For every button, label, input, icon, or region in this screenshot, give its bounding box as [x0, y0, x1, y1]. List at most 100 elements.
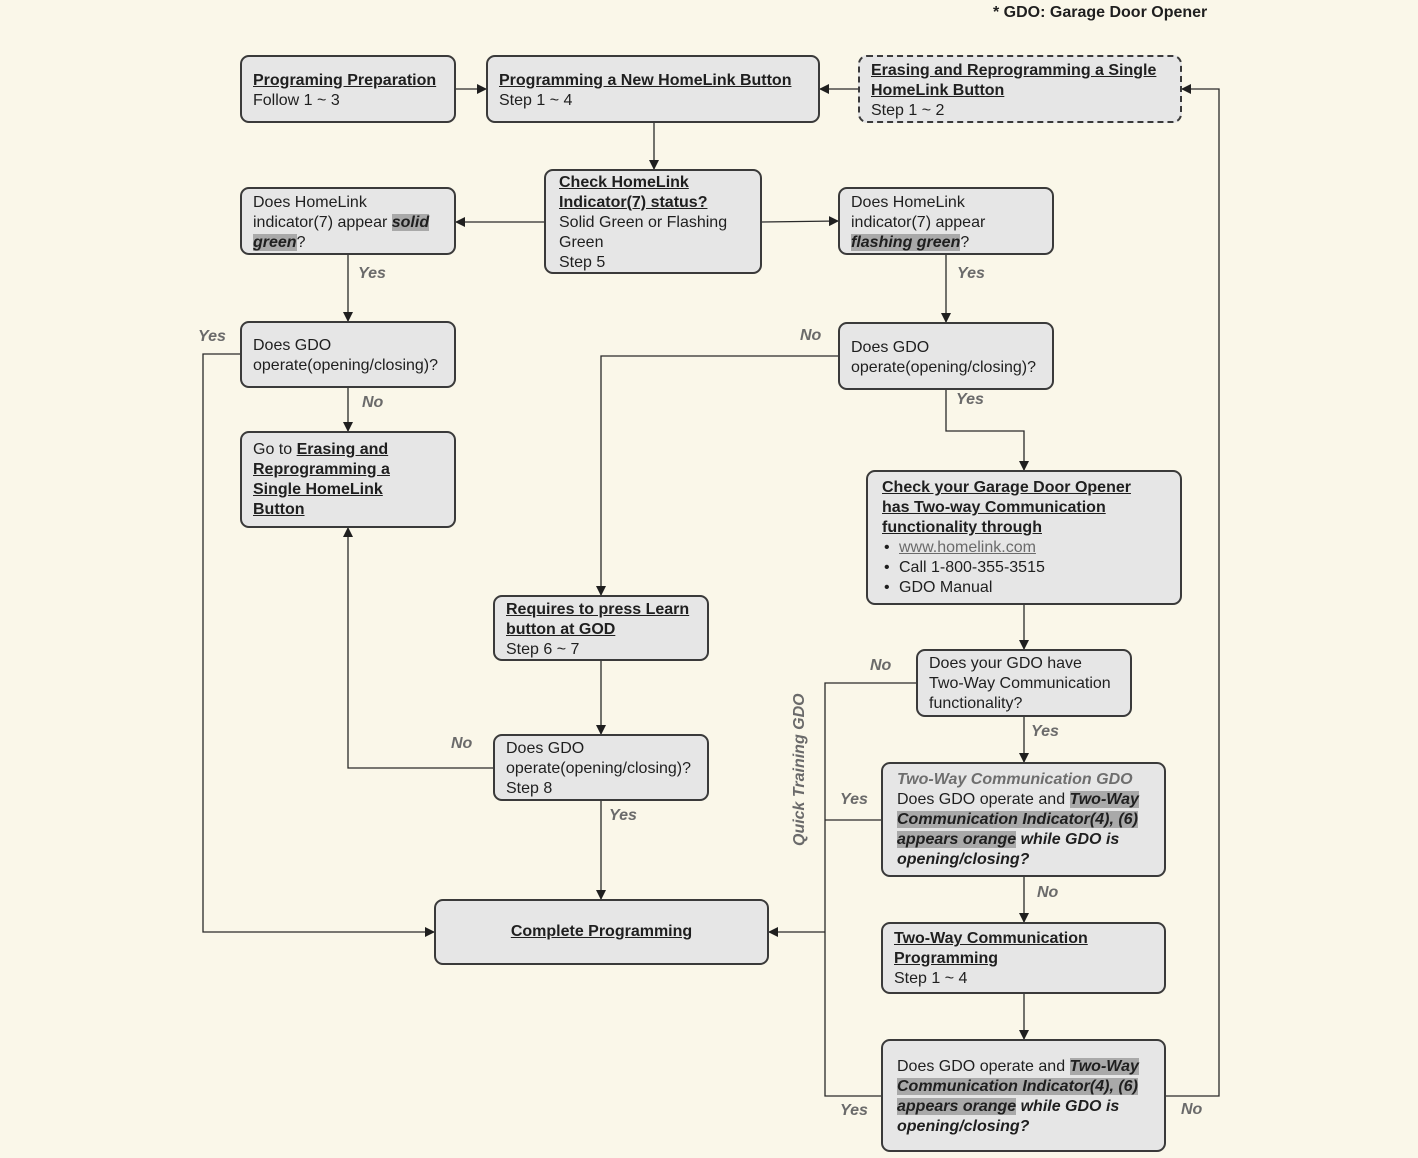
- gdo-operate-step8-box: Does GDO operate(opening/closing)? Step …: [493, 734, 709, 801]
- box-title: Programing Preparation: [253, 72, 437, 89]
- footnote-gdo: * GDO: Garage Door Opener: [993, 4, 1208, 21]
- box-step: Step 1 ~ 4: [894, 970, 968, 987]
- box-line-1: Does GDO: [851, 339, 930, 356]
- press-learn-box: Requires to press Learn button at GOD St…: [493, 595, 709, 661]
- box-title-line-2: has Two-way Communication: [882, 499, 1106, 516]
- label-yes-flash: Yes: [957, 265, 985, 282]
- box-line-2: operate(opening/closing)?: [506, 760, 692, 777]
- list-item: GDO Manual: [882, 578, 1169, 598]
- label-yes-final: Yes: [840, 1102, 868, 1119]
- label-yes-left-loop: Yes: [198, 328, 226, 345]
- highlight-part-3: appears orange: [897, 1098, 1017, 1115]
- box-line-1: Solid Green or Flashing: [559, 214, 728, 231]
- label-no-final: No: [1181, 1101, 1203, 1118]
- box-line-2: Communication Indicator(4), (6): [897, 810, 1153, 830]
- box-title-line-1: Erasing and Reprogramming a Single: [871, 62, 1157, 79]
- box-line-3: functionality?: [929, 695, 1023, 712]
- label-no-gdo-mid: No: [451, 735, 473, 752]
- label-no-gdo-left: No: [362, 394, 384, 411]
- box-title: Programming a New HomeLink Button: [499, 72, 792, 89]
- label-no-have-two: No: [870, 657, 892, 674]
- text-part: Does GDO operate and: [897, 1058, 1070, 1075]
- box-title: Complete Programming: [510, 923, 693, 940]
- highlight-part-2: Communication Indicator(4), (6): [897, 1078, 1138, 1095]
- goto-title-4: Button: [253, 501, 305, 518]
- gdo-operate-left-box: Does GDO operate(opening/closing)?: [240, 321, 456, 388]
- check-indicator-box: Check HomeLink Indicator(7) status? Soli…: [544, 169, 762, 274]
- phone-number: Call 1-800-355-3515: [899, 559, 1045, 576]
- box-title-line-2: Indicator(7) status?: [559, 194, 708, 211]
- label-no-two-gdo: No: [1037, 884, 1059, 901]
- complete-programming-box: Complete Programming: [434, 899, 769, 965]
- question-mark: ?: [296, 234, 306, 251]
- highlight-part-2: Communication Indicator(4), (6): [897, 811, 1138, 828]
- box-title-line-2: Programming: [894, 950, 999, 967]
- label-yes-solid: Yes: [358, 265, 386, 282]
- box-line-2: indicator(7) appear: [851, 214, 986, 231]
- text-part: while GDO is: [1016, 1098, 1120, 1115]
- box-line-2: Green: [559, 234, 604, 251]
- gdo-manual: GDO Manual: [899, 579, 993, 596]
- highlight-green: green: [253, 234, 297, 251]
- homelink-link[interactable]: www.homelink.com: [899, 539, 1036, 556]
- flashing-green-question-box: Does HomeLink indicator(7) appear flashi…: [838, 187, 1054, 255]
- highlight-part-3: appears orange: [897, 831, 1017, 848]
- box-title-line-2: HomeLink Button: [871, 82, 1005, 99]
- box-line-2: operate(opening/closing)?: [851, 359, 1037, 376]
- label-yes-gdo-right: Yes: [956, 391, 984, 408]
- box-line-1: Does GDO: [253, 337, 332, 354]
- two-way-programming-box: Two-Way Communication Programming Step 1…: [881, 922, 1166, 994]
- solid-green-question-box: Does HomeLink indicator(7) appear solid …: [240, 187, 456, 255]
- box-step: Step 1 ~ 2: [871, 102, 945, 119]
- box-line-1: Does your GDO have: [929, 655, 1082, 672]
- highlight-part-1: Two-Way: [1069, 791, 1139, 808]
- box-line-4: opening/closing?: [897, 1118, 1030, 1135]
- highlight-solid: solid: [391, 214, 430, 231]
- box-line-2: Communication Indicator(4), (6): [897, 1077, 1153, 1097]
- goto-title-3: Single HomeLink: [253, 481, 383, 498]
- goto-erasing-box: Go to Erasing and Reprogramming a Single…: [240, 431, 456, 528]
- box-line-3: flashing green?: [851, 233, 1041, 253]
- box-line-1: Does HomeLink: [253, 194, 367, 211]
- list-item: Call 1-800-355-3515: [882, 558, 1169, 578]
- box-step: Step 1 ~ 4: [499, 92, 573, 109]
- quick-training-label: Quick Training GDO: [791, 693, 808, 846]
- programming-new-homelink-box: Programming a New HomeLink Button Step 1…: [486, 55, 820, 123]
- goto-title-2: Reprogramming a: [253, 461, 390, 478]
- label-yes-gdo-mid: Yes: [609, 807, 637, 824]
- box-step: Step 8: [506, 780, 553, 797]
- resource-list: www.homelink.com Call 1-800-355-3515 GDO…: [882, 538, 1169, 598]
- programming-preparation-box: Programing Preparation Follow 1 ~ 3: [240, 55, 456, 123]
- text-part: Go to: [253, 441, 297, 458]
- box-line-4: opening/closing?: [897, 851, 1030, 868]
- box-title-line-1: Two-Way Communication: [894, 930, 1088, 947]
- two-way-gdo-box: Two-Way Communication GDO Does GDO opera…: [881, 762, 1166, 877]
- question-mark: ?: [960, 234, 970, 251]
- box-line-1: Does GDO operate and Two-Way: [897, 1057, 1153, 1077]
- box-line-3: appears orange while GDO is: [897, 830, 1153, 850]
- erasing-reprogramming-box: Erasing and Reprogramming a Single HomeL…: [858, 55, 1182, 123]
- box-title: Two-Way Communication GDO: [897, 771, 1133, 788]
- box-step: Follow 1 ~ 3: [253, 92, 340, 109]
- text-part: Does GDO operate and: [897, 791, 1070, 808]
- label-no-gdo-right: No: [800, 327, 822, 344]
- box-line-3: green?: [253, 233, 443, 253]
- box-step: Step 5: [559, 254, 606, 271]
- text-part: while GDO is: [1016, 831, 1120, 848]
- check-two-way-box: Check your Garage Door Opener has Two-wa…: [866, 470, 1182, 605]
- box-line-1: Does GDO operate and Two-Way: [897, 790, 1153, 810]
- box-step: Step 6 ~ 7: [506, 641, 580, 658]
- highlight-part-1: Two-Way: [1069, 1058, 1139, 1075]
- box-title-line-2: button at GOD: [506, 621, 616, 638]
- goto-title-1: Erasing and: [296, 441, 389, 458]
- list-item[interactable]: www.homelink.com: [882, 538, 1169, 558]
- label-yes-two-gdo: Yes: [840, 791, 868, 808]
- label-yes-have-two: Yes: [1031, 723, 1059, 740]
- box-line-3: appears orange while GDO is: [897, 1097, 1153, 1117]
- box-line-2: Two-Way Communication: [929, 675, 1111, 692]
- box-line-2: indicator(7) appear solid: [253, 213, 443, 233]
- box-title-line-1: Check your Garage Door Opener: [882, 479, 1131, 496]
- have-two-way-box: Does your GDO have Two-Way Communication…: [916, 649, 1132, 717]
- box-title-line-3: functionality through: [882, 519, 1042, 536]
